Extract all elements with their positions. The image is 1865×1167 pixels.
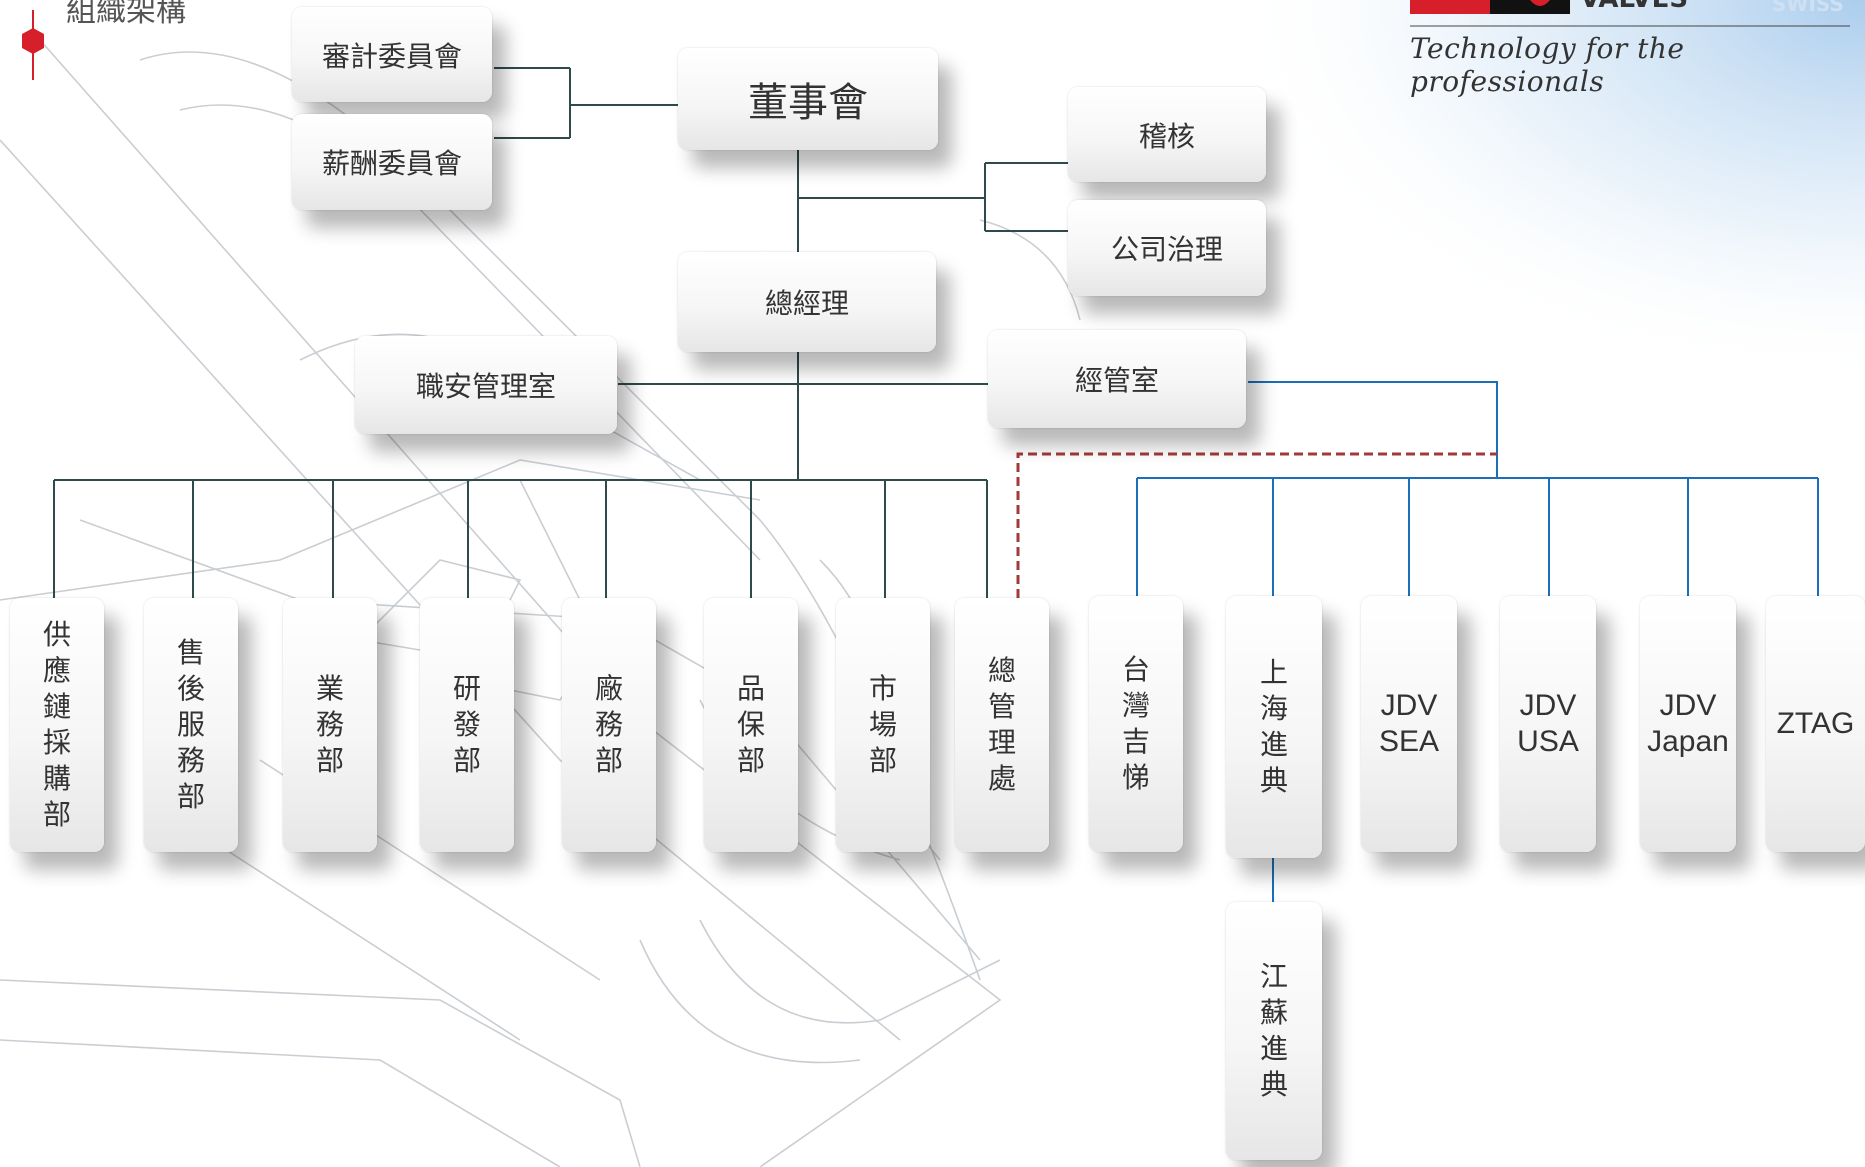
department-box: 供應鏈採購部 <box>10 598 104 852</box>
management-office-box: 經管室 <box>988 330 1246 428</box>
department-box: 售後服務部 <box>144 598 238 852</box>
department-box: 總管理處 <box>955 598 1049 852</box>
department-box: 品保部 <box>704 598 798 852</box>
remuneration-committee-label: 薪酬委員會 <box>321 147 462 180</box>
department-box: 市場部 <box>836 598 930 852</box>
audit-committee-box: 審計委員會 <box>292 7 492 102</box>
department-label: 供應鏈採購部 <box>42 618 71 831</box>
department-box: 業務部 <box>283 598 377 852</box>
subsidiary-label: SEA <box>1378 725 1440 758</box>
subsidiary-box: 上海進典 <box>1226 596 1322 858</box>
subsidiary-box: 台灣吉悌 <box>1089 596 1183 852</box>
department-label: 研發部 <box>452 672 481 777</box>
logo-divider <box>1410 25 1850 27</box>
safety-office-box: 職安管理室 <box>355 336 617 434</box>
subsidiary-label: Japan <box>1647 725 1729 758</box>
subsidiary-label: USA <box>1517 725 1579 758</box>
department-label: 售後服務部 <box>176 636 205 813</box>
department-label: 市場部 <box>868 672 897 777</box>
department-box: 研發部 <box>420 598 514 852</box>
department-label: 業務部 <box>315 672 344 777</box>
governance-box: 公司治理 <box>1068 200 1266 296</box>
sub-subsidiary-box: 江蘇進典 <box>1226 902 1322 1160</box>
subsidiary-label: 台灣吉悌 <box>1121 653 1150 794</box>
sub-subsidiary-label: 江蘇進典 <box>1259 960 1288 1101</box>
subsidiary-box: JDV SEA <box>1361 596 1457 852</box>
logo-suffix: SWISS <box>1772 0 1844 16</box>
general-manager-box: 總經理 <box>678 252 936 352</box>
department-label: 廠務部 <box>594 672 623 777</box>
safety-office-label: 職安管理室 <box>415 370 556 403</box>
subsidiary-label: ZTAG <box>1776 707 1855 740</box>
subsidiary-label: JDV <box>1659 689 1717 722</box>
department-label: 總管理處 <box>987 654 1016 795</box>
subsidiary-label: JDV <box>1380 689 1438 722</box>
board-label: 董事會 <box>748 80 868 126</box>
remuneration-committee-box: 薪酬委員會 <box>292 114 492 210</box>
subsidiary-label: 上海進典 <box>1259 656 1288 797</box>
board-box: 董事會 <box>678 48 938 150</box>
company-logo-icon <box>1410 0 1570 14</box>
subsidiary-box: ZTAG <box>1766 596 1865 852</box>
tagline: Technology for the professionals <box>1410 32 1685 98</box>
subsidiary-box: JDV USA <box>1500 596 1596 852</box>
audit-committee-label: 審計委員會 <box>321 39 462 73</box>
subsidiary-label: JDV <box>1519 689 1577 722</box>
logo-wordmark: VALVES <box>1580 0 1688 14</box>
subsidiary-box: JDV Japan <box>1640 596 1736 852</box>
governance-label: 公司治理 <box>1110 233 1223 266</box>
page-title: 組織架構 <box>66 0 186 29</box>
hexagon-marker-icon <box>22 10 44 80</box>
audit-box: 稽核 <box>1068 87 1266 182</box>
header: 組織架構 VALVES SWISS Technology for the pro… <box>0 0 1865 98</box>
department-label: 品保部 <box>736 672 765 777</box>
audit-label: 稽核 <box>1138 119 1195 153</box>
management-office-label: 經管室 <box>1074 364 1159 397</box>
department-box: 廠務部 <box>562 598 656 852</box>
general-manager-label: 總經理 <box>764 287 849 320</box>
